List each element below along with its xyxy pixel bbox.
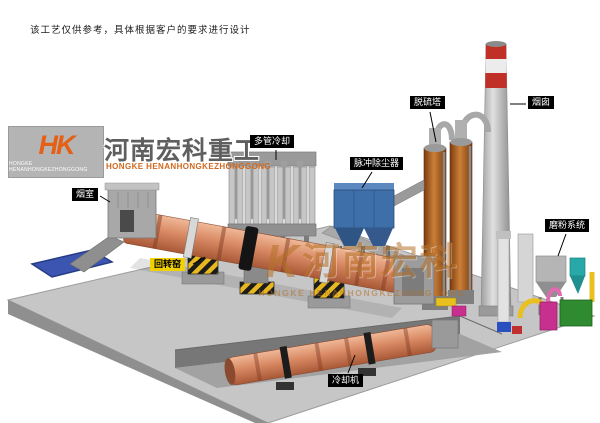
grinding-system [496, 231, 595, 334]
company-logo: HK HONGKE HENANHONGKEZHONGGONG [8, 126, 104, 178]
smoke-chamber [69, 182, 160, 273]
pulse-dust-collector [333, 183, 395, 259]
logo-hk-monogram: HK [38, 129, 76, 160]
kiln-hood [393, 255, 467, 317]
cooling-machine [224, 319, 459, 390]
disclaimer-text: 该工艺仅供参考，具体根据客户的要求进行设计 [30, 25, 251, 36]
label-cooling-machine: 冷却机 [328, 374, 364, 388]
rotary-kiln [123, 209, 410, 294]
label-pulse-dust-collector: 脉冲除尘器 [350, 157, 404, 171]
collector-duct [393, 179, 425, 207]
label-smoke-chamber: 烟室 [72, 188, 99, 202]
label-grinding-system: 磨粉系统 [545, 219, 590, 233]
label-desulfurization-tower: 脱硫塔 [410, 96, 446, 110]
label-rotary-kiln: 回转窑 [150, 258, 186, 272]
label-chimney: 烟囱 [528, 96, 555, 110]
label-pointer-lines [99, 103, 567, 374]
label-multi-tube-cooler: 多管冷却 [250, 135, 295, 149]
company-name-en: HONGKE HENANHONGKEZHONGGONG [106, 162, 272, 171]
logo-monogram-caption: HONGKE HENANHONGKEZHONGGONG [9, 160, 88, 173]
desulfurization-towers [422, 111, 491, 310]
company-name-cn: 河南宏科重工 [104, 137, 261, 165]
